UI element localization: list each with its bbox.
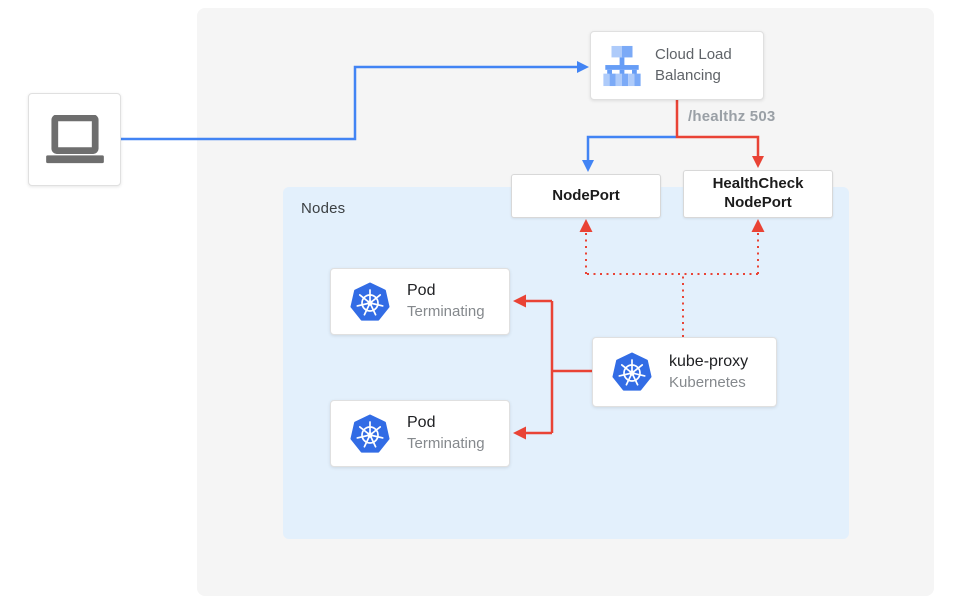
kubernetes-icon	[612, 352, 652, 392]
cloud-load-balancing-label: Cloud Load Balancing	[655, 46, 732, 84]
cloud-load-balancing-node: Cloud Load Balancing	[590, 31, 764, 100]
kubernetes-icon	[350, 414, 390, 454]
pod-1-title: Pod	[407, 282, 436, 300]
healthz-status-label: /healthz 503	[688, 108, 776, 125]
kube-proxy-node: kube-proxy Kubernetes	[592, 337, 777, 407]
pod-2-title: Pod	[407, 414, 436, 432]
nodeport-label: NodePort	[552, 186, 620, 204]
cloud-load-balancing-icon	[601, 44, 643, 88]
nodes-label: Nodes	[301, 200, 346, 217]
client-device	[28, 93, 121, 186]
pod-2-status: Terminating	[407, 435, 485, 453]
healthcheck-nodeport-box: HealthCheck NodePort	[683, 170, 833, 218]
kubernetes-icon	[350, 282, 390, 322]
pod-2: Pod Terminating	[330, 400, 510, 467]
kube-proxy-title: kube-proxy	[669, 352, 749, 370]
nodeport-box: NodePort	[511, 174, 661, 218]
laptop-icon	[44, 115, 106, 165]
kube-proxy-subtitle: Kubernetes	[669, 373, 746, 391]
pod-1: Pod Terminating	[330, 268, 510, 335]
healthcheck-nodeport-label: HealthCheck NodePort	[712, 175, 804, 211]
pod-1-status: Terminating	[407, 303, 485, 321]
